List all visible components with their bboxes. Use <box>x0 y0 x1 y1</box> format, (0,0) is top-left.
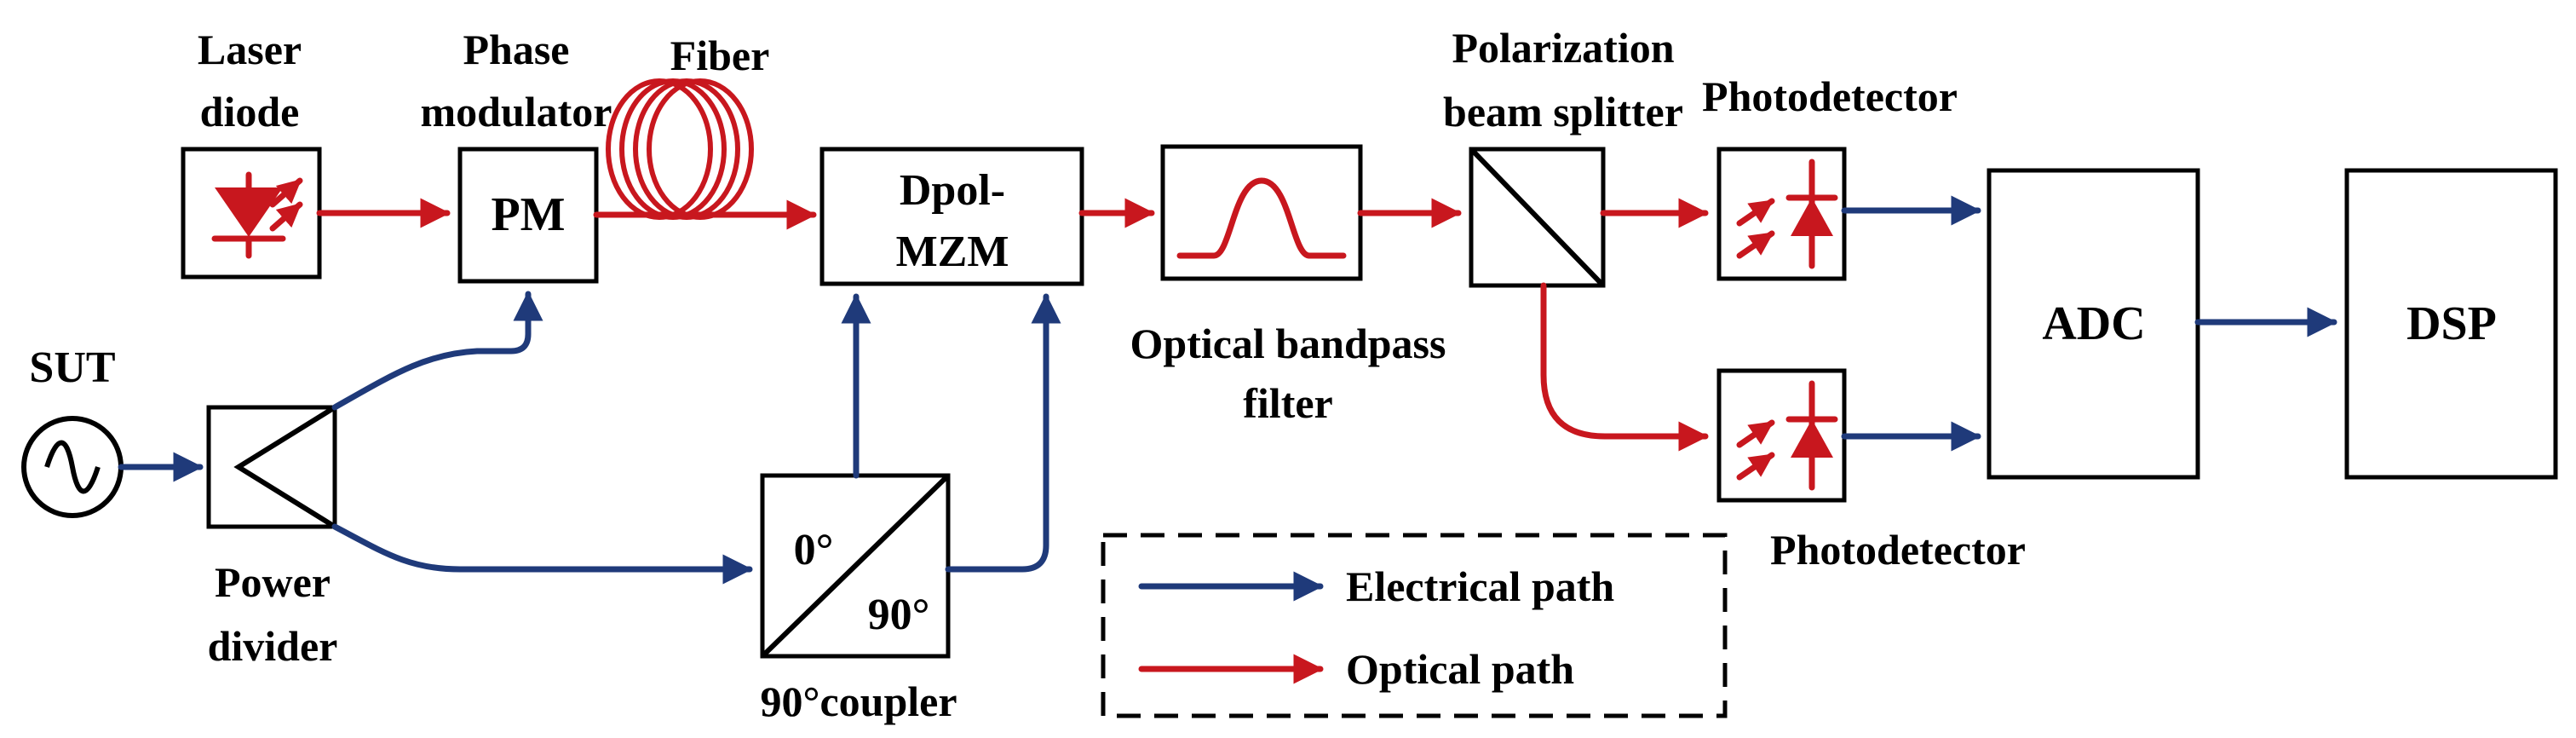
pd-top-label: Photodetector <box>1702 72 1958 120</box>
coupler-0-label: 0° <box>794 526 834 574</box>
fiber-label: Fiber <box>670 32 770 79</box>
electrical-path-divider-pm <box>331 291 543 411</box>
optical-bandpass-filter-block: Optical bandpass filter <box>1130 144 1446 427</box>
divider-symbol <box>233 405 336 529</box>
dpol-label-line1: Dpol- <box>900 166 1005 215</box>
photodiode-icon <box>1736 380 1838 491</box>
phase-label-line2: modulator <box>421 88 612 135</box>
adc-label: ADC <box>2042 297 2145 350</box>
pbs-label-line1: Polarization <box>1452 24 1674 72</box>
obf-label-line2: filter <box>1243 379 1332 427</box>
pm-label: PM <box>491 188 565 241</box>
pbs-label-line2: beam splitter <box>1443 88 1683 135</box>
laser-label-line1: Laser <box>198 26 302 73</box>
polarization-beam-splitter-block: Polarization beam splitter <box>1443 24 1683 288</box>
dpol-label-line2: MZM <box>896 228 1009 276</box>
legend-optical-label: Optical path <box>1346 645 1574 693</box>
coupler-90-block: 0° 90° 90°coupler <box>760 473 957 725</box>
electrical-path-coupler-dpol-2 <box>945 293 1061 573</box>
sut-source: SUT <box>21 343 124 518</box>
photodetector-bottom-block: Photodetector <box>1716 368 2026 574</box>
laser-diode-block: Laser diode <box>181 26 322 280</box>
laser-label-line2: diode <box>200 88 300 135</box>
sut-label: SUT <box>29 343 115 392</box>
adc-block: ADC <box>1987 168 2200 480</box>
electrical-path-divider-coupler <box>331 523 753 585</box>
legend: Electrical path Optical path <box>1101 533 1728 718</box>
dsp-label: DSP <box>2406 297 2497 350</box>
phase-modulator-block: Phase modulator PM <box>421 26 612 284</box>
dpol-mzm-block: Dpol- MZM <box>819 147 1084 286</box>
coupler-caption: 90°coupler <box>760 677 957 725</box>
power-divider-block: Power divider <box>206 405 338 670</box>
pdiv-label-line2: divider <box>208 622 338 670</box>
photodetector-top-block: Photodetector <box>1702 72 1958 281</box>
obf-label-line1: Optical bandpass <box>1130 320 1446 367</box>
sine-wave-icon <box>44 440 101 494</box>
bandpass-curve-icon <box>1176 177 1347 259</box>
optical-path-pbs-pd-bottom <box>1540 282 1709 452</box>
fiber-spool-icon: Fiber <box>606 32 770 220</box>
dsp-block: DSP <box>2344 168 2558 480</box>
pdiv-label-line1: Power <box>215 558 331 606</box>
pd-bottom-label: Photodetector <box>1770 526 2026 574</box>
laser-diode-icon <box>211 171 303 259</box>
coupler-90-label: 90° <box>868 591 930 639</box>
photodiode-icon <box>1736 159 1838 269</box>
legend-electrical-label: Electrical path <box>1346 562 1614 610</box>
phase-label-line1: Phase <box>463 26 570 73</box>
